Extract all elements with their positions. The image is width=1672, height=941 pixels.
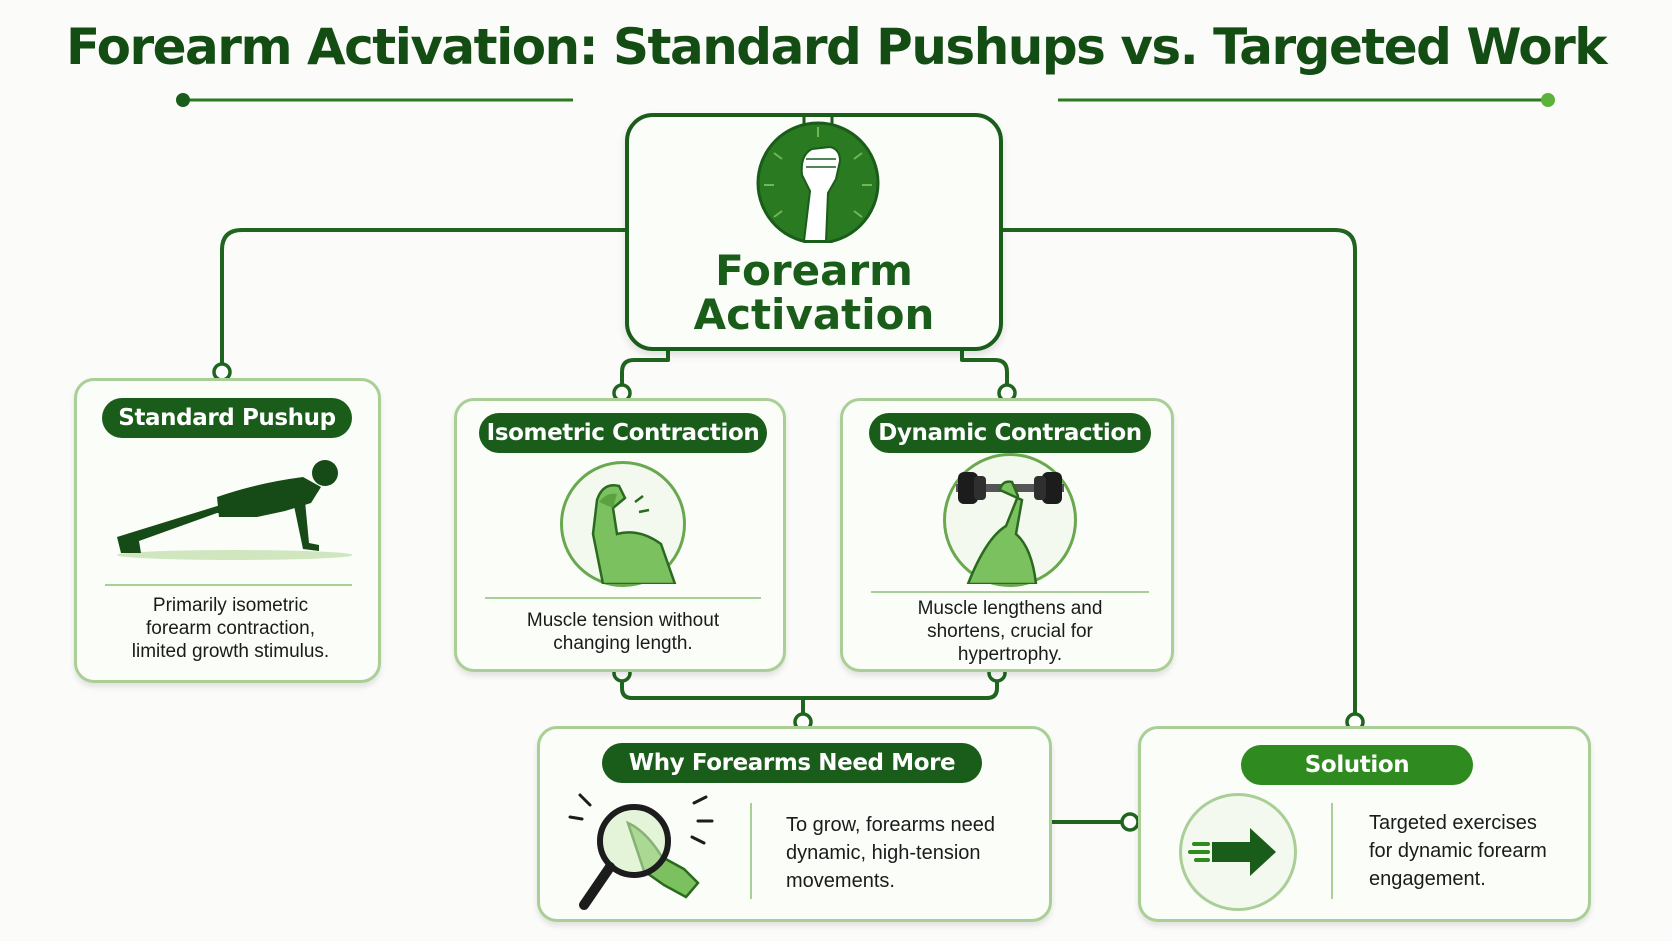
solution-divider — [1331, 803, 1333, 899]
standard-divider — [105, 584, 352, 586]
center-node-forearm-activation: Forearm Activation — [625, 113, 1003, 351]
page-title: Forearm Activation: Standard Pushups vs.… — [66, 18, 1608, 76]
connector-dot — [1120, 812, 1140, 832]
solution-label: Solution — [1241, 745, 1473, 785]
connector-center-dynamic — [960, 349, 1009, 394]
why-divider — [750, 803, 752, 899]
title-rule-left-dot — [176, 93, 190, 107]
flexed-arm-icon — [591, 484, 677, 586]
fist-arm-icon — [756, 113, 880, 243]
magnifier-forearm-icon — [568, 793, 714, 910]
node-standard-pushup: Standard Pushup Primarily isometric fore… — [74, 378, 381, 683]
node-solution: Solution Targeted exercises for dynamic … — [1138, 726, 1591, 922]
isometric-description: Muscle tension without changing length. — [526, 610, 720, 654]
dumbbell-arm-icon — [956, 472, 1064, 586]
isometric-icon-frame — [560, 461, 686, 587]
dynamic-label: Dynamic Contraction — [869, 413, 1151, 453]
solution-description: Targeted exercises for dynamic forearm e… — [1369, 812, 1547, 890]
dynamic-divider — [871, 591, 1149, 593]
node-isometric-contraction: Isometric Contraction Muscle tension wit… — [454, 398, 786, 672]
node-why-forearms-need-more: Why Forearms Need More To grow, forearms… — [537, 726, 1052, 922]
standard-pushup-description: Primarily isometric forearm contraction,… — [131, 595, 330, 662]
connector-center-isometric — [620, 349, 670, 394]
arrow-right-icon — [1188, 828, 1276, 876]
isometric-divider — [485, 597, 761, 599]
connector-center-standard — [220, 228, 627, 372]
solution-icon-frame — [1179, 793, 1297, 911]
why-label: Why Forearms Need More — [602, 743, 982, 783]
connector-center-solution — [1001, 228, 1357, 722]
isometric-label: Isometric Contraction — [479, 413, 767, 453]
node-dynamic-contraction: Dynamic Contraction Muscle lengthens and… — [840, 398, 1174, 672]
dynamic-icon-frame — [943, 453, 1077, 587]
dynamic-description: Muscle lengthens and shortens, crucial f… — [917, 598, 1103, 665]
center-label-line2: Activation — [693, 290, 935, 339]
standard-pushup-label: Standard Pushup — [102, 398, 352, 438]
connector-contractions-merge — [620, 671, 999, 700]
why-description: To grow, forearms need dynamic, high-ten… — [786, 814, 995, 892]
center-label-line1: Forearm — [715, 246, 913, 295]
pushup-figure-icon — [117, 460, 352, 560]
title-rule-right-dot — [1541, 93, 1555, 107]
